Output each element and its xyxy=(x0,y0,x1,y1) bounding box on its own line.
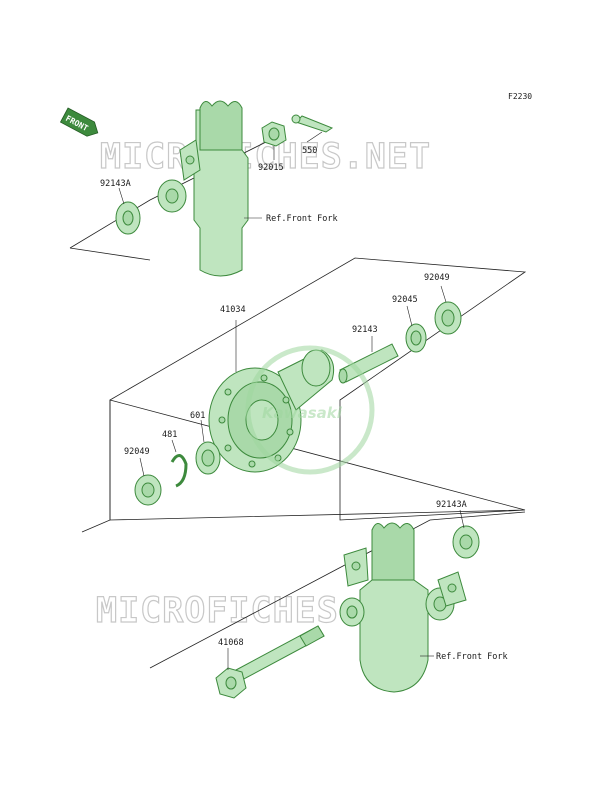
figure-code: F2230 xyxy=(508,92,532,101)
label-ref-fork-top: Ref.Front Fork xyxy=(266,214,338,224)
brand-watermark-text: Kawasaki xyxy=(262,404,343,422)
part-92143-spacer xyxy=(338,343,399,384)
part-481-circlip xyxy=(170,454,188,488)
part-92049-seal-right xyxy=(434,301,462,335)
part-92143a-top-collar xyxy=(115,201,141,235)
label-41034: 41034 xyxy=(220,305,246,315)
part-550-cotter-pin xyxy=(291,114,334,133)
part-92143a-bottom-collar xyxy=(452,525,480,559)
part-92045-bearing xyxy=(405,323,427,353)
label-92049-left: 92049 xyxy=(124,447,150,457)
part-41034-hub xyxy=(208,349,335,473)
part-41068-axle xyxy=(215,625,325,699)
kawasaki-watermark: Kawasaki xyxy=(245,345,375,475)
front-fork-bottom xyxy=(339,522,467,693)
label-ref-fork-bottom: Ref.Front Fork xyxy=(436,652,508,662)
front-fork-top xyxy=(69,100,271,277)
label-92015: 92015 xyxy=(258,163,284,173)
label-92143a-top: 92143A xyxy=(100,179,131,189)
label-550: 550 xyxy=(302,146,317,156)
leader-lines xyxy=(118,131,465,670)
label-92045: 92045 xyxy=(392,295,418,305)
label-41068: 41068 xyxy=(218,638,244,648)
watermark-top: MICROFICHES.NET xyxy=(100,137,431,177)
label-92049-top: 92049 xyxy=(424,273,450,283)
front-direction-tag: FRONT xyxy=(59,107,99,137)
label-92143a-bottom: 92143A xyxy=(436,500,467,510)
part-601-bearing xyxy=(195,441,221,475)
part-92049-seal-left xyxy=(134,474,162,506)
label-481: 481 xyxy=(162,430,177,440)
label-92143: 92143 xyxy=(352,325,378,335)
label-601: 601 xyxy=(190,411,205,421)
part-92015-nut xyxy=(261,121,287,147)
